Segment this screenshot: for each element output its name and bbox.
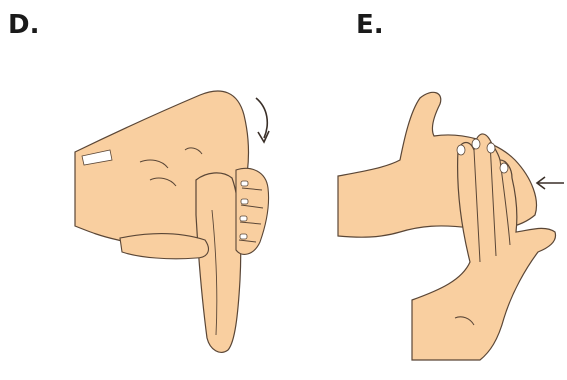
- downward-curved-arrow-icon: [256, 98, 269, 142]
- left-arrow-icon: [537, 177, 564, 189]
- patient-hand-d: [196, 173, 241, 352]
- examiner-thumb-d: [120, 234, 208, 259]
- panel-d-illustration: [75, 91, 269, 352]
- panel-e-illustration: [338, 92, 564, 360]
